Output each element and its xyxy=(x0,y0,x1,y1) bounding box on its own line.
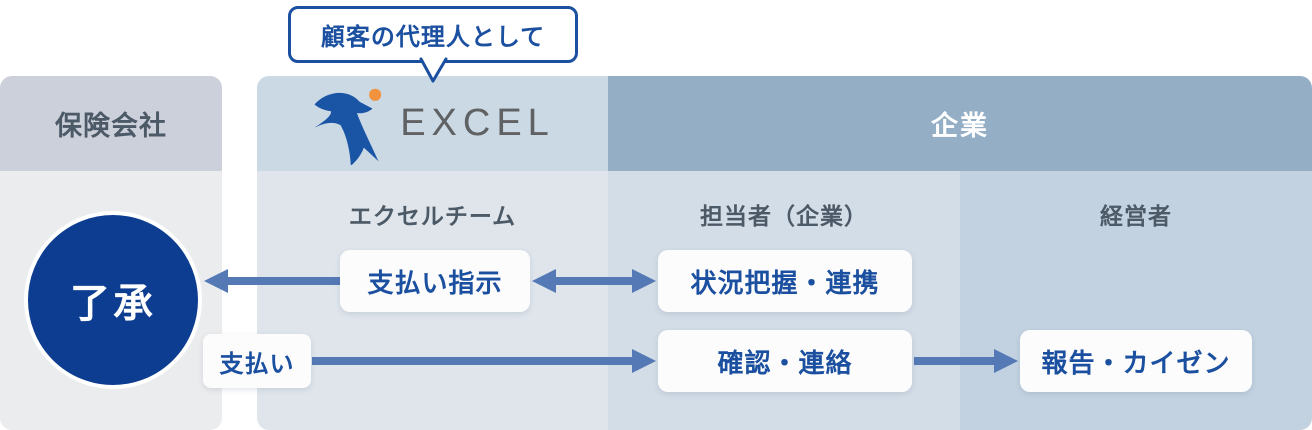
manager-label: 経営者 xyxy=(1100,203,1172,229)
company-title: 企業 xyxy=(931,111,989,141)
company-header: 企業 xyxy=(608,76,1312,171)
arrow-confirmation-to-report xyxy=(914,349,1018,373)
payment-label-box: 支払い xyxy=(203,334,311,388)
excel-header: EXCEL xyxy=(257,76,608,171)
main-header-row: EXCEL 企業 xyxy=(257,76,1312,171)
report-kaizen-label: 報告・カイゼン xyxy=(1041,347,1231,378)
payment-label: 支払い xyxy=(219,350,295,378)
approval-circle: 了承 xyxy=(24,211,202,389)
arrow-instruction-status-bidirectional xyxy=(532,269,656,293)
agent-callout-bubble: 顧客の代理人として xyxy=(288,6,578,63)
bubble-pointer xyxy=(419,56,448,83)
arrow-payment-to-confirmation xyxy=(312,349,656,373)
payment-instruction-box: 支払い指示 xyxy=(340,250,530,312)
insurance-company-title: 保険会社 xyxy=(55,111,167,141)
insurance-company-header: 保険会社 xyxy=(0,76,222,171)
arrow-instruction-to-approval xyxy=(204,269,340,293)
status-coordination-label: 状況把握・連携 xyxy=(690,267,880,298)
logo-orange-dot xyxy=(369,88,382,101)
excel-brand-text: EXCEL xyxy=(400,102,555,144)
approval-circle-label: 了承 xyxy=(70,282,156,326)
payment-instruction-label: 支払い指示 xyxy=(367,267,503,298)
staff-label: 担当者（企業） xyxy=(700,203,868,229)
confirmation-contact-label: 確認・連絡 xyxy=(717,347,853,378)
agent-callout-text: 顧客の代理人として xyxy=(320,24,546,51)
excel-swallow-icon xyxy=(310,87,390,166)
status-coordination-box: 状況把握・連携 xyxy=(658,250,912,312)
report-kaizen-box: 報告・カイゼン xyxy=(1020,330,1252,392)
excel-team-label: エクセルチーム xyxy=(348,203,517,229)
confirmation-contact-box: 確認・連絡 xyxy=(658,330,912,392)
